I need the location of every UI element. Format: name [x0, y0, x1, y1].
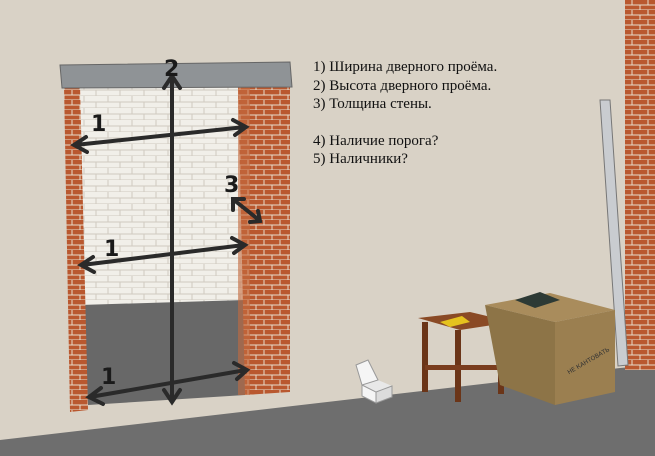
small-box [355, 359, 393, 404]
right-jamb [238, 85, 290, 395]
width-arrow-top [70, 118, 250, 154]
lintel [59, 61, 293, 89]
checklist-item: 1) Ширина дверного проёма. [313, 59, 498, 75]
checklist-item: 5) Наличники? [313, 151, 408, 167]
width-arrow-middle [77, 236, 249, 274]
spirit-level [599, 99, 629, 367]
label-width-bottom: 1 [101, 365, 116, 390]
floor [0, 365, 655, 456]
checklist-item: 2) Высота дверного проёма. [313, 77, 492, 94]
width-arrow-bottom [85, 361, 251, 406]
measure-arrows [70, 72, 263, 406]
checklist-item: 4) Наличие порога? [313, 132, 439, 149]
height-arrow [162, 72, 182, 406]
thickness-arrow [231, 197, 263, 224]
checklist-item: 3) Толщина стены. [313, 96, 432, 112]
label-width-middle: 1 [104, 237, 119, 262]
brick-column [625, 0, 655, 370]
left-jamb [64, 85, 88, 412]
label-height: 2 [164, 57, 179, 82]
crate: НЕ КАНТОВАТЬ [485, 292, 615, 405]
back-wall [80, 80, 245, 305]
label-width-top: 1 [91, 112, 106, 137]
checklist: 1) Ширина дверного проёма. 2) Высота две… [313, 58, 497, 169]
label-thickness: 3 [224, 173, 239, 198]
